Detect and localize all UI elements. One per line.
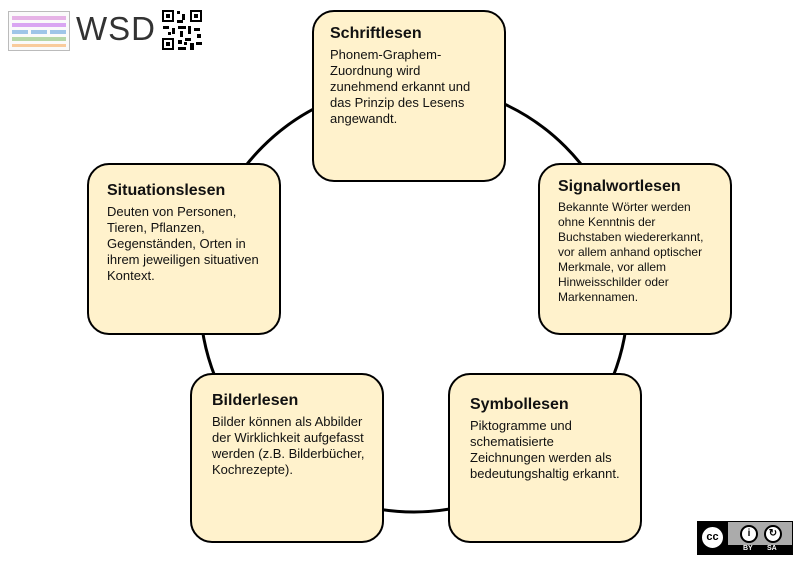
logo-document-thumbnail [8, 11, 70, 51]
node-description: Bilder können als Abbilder der Wirklichk… [212, 414, 365, 477]
sa-label: SA [767, 545, 777, 552]
wsd-logo: WSD [6, 6, 204, 52]
node-title: Situationslesen [107, 182, 226, 199]
node-description: Deuten von Personen, Tieren, Pflanzen, G… [107, 204, 259, 283]
qr-code-icon [160, 8, 204, 52]
share-alike-icon: ↻ [764, 525, 782, 543]
node-title: Signalwortlesen [558, 178, 681, 195]
node-title: Schriftlesen [330, 25, 422, 42]
node-situationslesen: Situationslesen Deuten von Personen, Tie… [87, 163, 281, 335]
by-label: BY [743, 545, 753, 552]
node-title: Symbollesen [470, 396, 569, 413]
logo-text: WSD [76, 10, 156, 47]
node-description: Piktogramme und schematisierte Zeichnung… [470, 418, 620, 481]
license-label-strip [728, 545, 792, 554]
cc-by-sa-license-badge: cc i ↻ BY SA [697, 521, 793, 555]
cc-panel: cc [698, 522, 728, 554]
node-description: Phonem-Graphem-Zuordnung wird zunehmend … [330, 47, 471, 126]
node-description: Bekannte Wörter werden ohne Kenntnis der… [558, 200, 704, 304]
node-symbollesen: Symbollesen Piktogramme und schematisier… [448, 373, 642, 543]
attribution-icon: i [740, 525, 758, 543]
node-bilderlesen: Bilderlesen Bilder können als Abbilder d… [190, 373, 384, 543]
cc-icon: cc [700, 525, 725, 550]
node-signalwortlesen: Signalwortlesen Bekannte Wörter werden o… [538, 163, 732, 335]
node-title: Bilderlesen [212, 392, 299, 409]
node-schriftlesen: Schriftlesen Phonem-Graphem-Zuordnung wi… [312, 10, 506, 182]
